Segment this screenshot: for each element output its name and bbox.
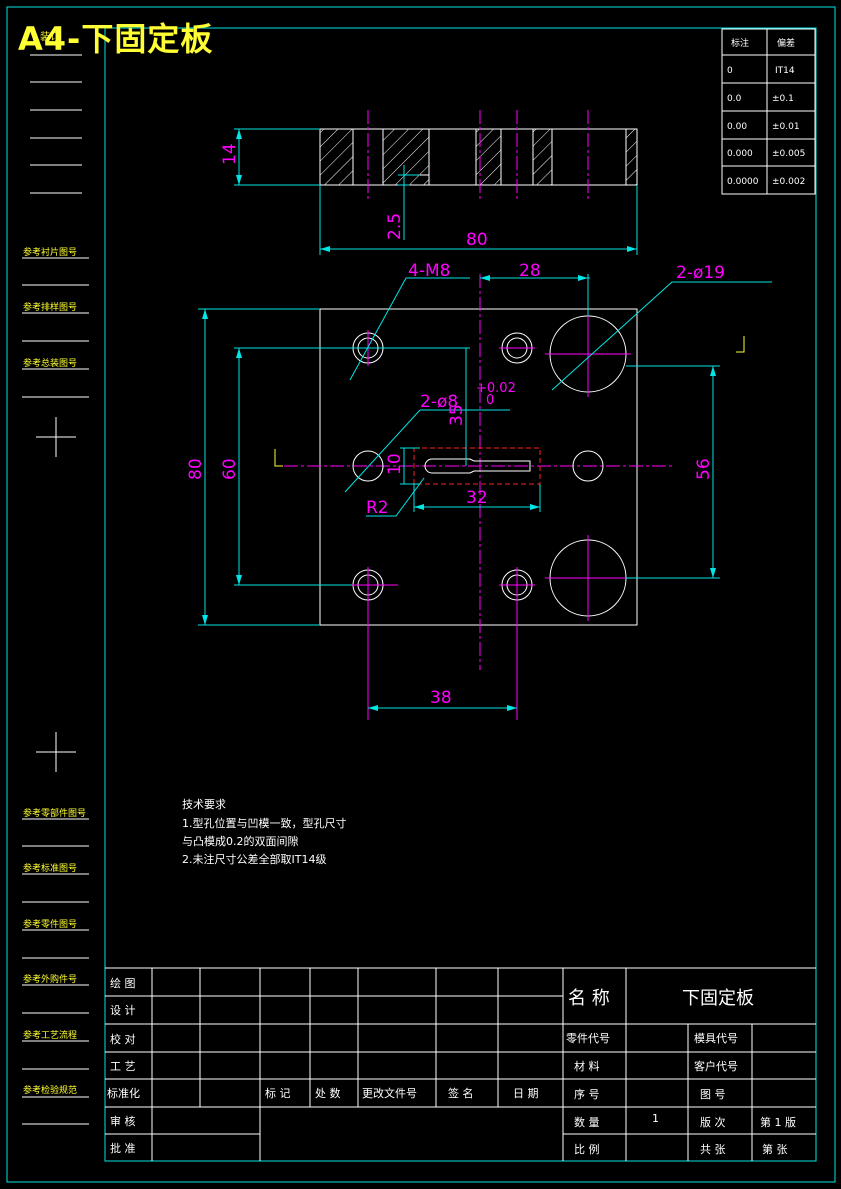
dim-thickness: 14 xyxy=(220,143,240,165)
title-block-text: 绘 图 设 计 校 对 工 艺 标准化 审 核 批 准 标 记 处 数 更改文件… xyxy=(107,976,796,1156)
tol-r0-dev: IT14 xyxy=(775,66,795,76)
tb-row-review: 审 核 xyxy=(110,1114,136,1128)
side-ref-labels: 参考衬片图号 参考排样图号 参考总装图号 参考零部件图号 参考标准图号 参考零件… xyxy=(23,246,86,1096)
tb-rev-mark: 标 记 xyxy=(265,1086,291,1100)
tb-version-label: 版 次 xyxy=(700,1115,726,1129)
outer-border xyxy=(6,6,836,1183)
tb-sheet-no: 第 张 xyxy=(762,1142,788,1156)
dim-32: 32 xyxy=(466,488,488,508)
side-ref-7: 参考外购件号 xyxy=(23,973,77,985)
notes-title: 技术要求 xyxy=(182,798,226,811)
tol-r4-dev: ±0.002 xyxy=(772,177,805,187)
side-ref-5: 参考标准图号 xyxy=(23,862,77,874)
tb-part-code: 零件代号 xyxy=(566,1032,610,1045)
side-ref-6: 参考零件图号 xyxy=(23,918,77,930)
dim-pin-upper: +0.02 xyxy=(476,381,516,396)
notes-line-2: 与凸模成0.2的双面间隙 xyxy=(182,834,299,848)
dim-35: 35 xyxy=(447,404,467,426)
dim-28: 28 xyxy=(519,261,541,281)
tb-row-draw: 绘 图 xyxy=(110,976,136,990)
tolerance-table: 标注 偏差 0 IT14 0.0 ±0.1 0.00 ±0.01 0.000 ±… xyxy=(721,28,816,195)
plan-view xyxy=(198,274,772,720)
dim-38: 38 xyxy=(430,688,452,708)
dim-width-side: 80 xyxy=(466,230,488,250)
tb-total-sheets: 共 张 xyxy=(700,1143,726,1156)
tb-rev-date: 日 期 xyxy=(513,1087,539,1100)
tol-r1-dev: ±0.1 xyxy=(772,94,794,104)
binding-margin xyxy=(22,54,89,1125)
tb-row-design: 设 计 xyxy=(110,1004,136,1017)
tb-seq: 序 号 xyxy=(574,1087,600,1101)
side-ref-2: 参考排样图号 xyxy=(23,301,77,313)
tol-r4-mark: 0.0000 xyxy=(727,177,759,187)
tol-header-dev: 偏差 xyxy=(777,37,795,49)
tb-material: 材 料 xyxy=(574,1059,600,1073)
side-ref-4: 参考零部件图号 xyxy=(23,807,86,819)
side-ref-8: 参考工艺流程 xyxy=(23,1029,77,1041)
tol-r3-mark: 0.000 xyxy=(727,149,753,159)
tol-header-mark: 标注 xyxy=(731,37,749,49)
tb-row-std: 标准化 xyxy=(107,1086,140,1100)
tol-r2-mark: 0.00 xyxy=(727,122,747,132)
tb-rev-doc: 更改文件号 xyxy=(362,1086,417,1100)
dim-19: 2-ø19 xyxy=(676,263,725,283)
dim-height80: 80 xyxy=(186,458,206,480)
section-view xyxy=(234,110,638,255)
tb-part-name: 下固定板 xyxy=(682,988,754,1009)
side-ref-3: 参考总装图号 xyxy=(23,357,77,369)
tb-rev-sign: 签 名 xyxy=(448,1086,474,1100)
dim-56: 56 xyxy=(694,458,714,480)
side-ref-1: 参考衬片图号 xyxy=(23,246,77,258)
dim-pin: 2-ø8 xyxy=(420,392,458,412)
tb-qty-label: 数 量 xyxy=(574,1116,600,1129)
title-block xyxy=(105,967,816,1161)
tol-r1-mark: 0.0 xyxy=(727,94,742,104)
tol-r2-dev: ±0.01 xyxy=(772,122,800,132)
tb-name-label: 名 称 xyxy=(568,988,610,1009)
tb-row-check: 校 对 xyxy=(110,1032,136,1046)
tb-mold-code: 模具代号 xyxy=(694,1032,738,1045)
dim-pin-lower: 0 xyxy=(486,393,494,408)
dim-step: 2.5 xyxy=(385,213,405,240)
dim-height60: 60 xyxy=(220,458,240,480)
tb-drawing-no: 图 号 xyxy=(700,1088,726,1101)
plan-dimension-labels: 4-M8 28 2-ø19 80 60 2-ø8 +0.02 0 35 10 5… xyxy=(186,261,725,708)
dim-m8: 4-M8 xyxy=(408,261,450,281)
tol-r3-dev: ±0.005 xyxy=(772,149,805,159)
side-ref-9: 参考检验规范 xyxy=(23,1084,77,1096)
tb-row-process: 工 艺 xyxy=(110,1060,136,1073)
tb-row-approve: 批 准 xyxy=(110,1141,136,1155)
notes-line-3: 2.未注尺寸公差全部取IT14级 xyxy=(182,852,326,866)
tol-r0-mark: 0 xyxy=(727,66,733,76)
tb-scale: 比 例 xyxy=(574,1142,600,1156)
dim-10: 10 xyxy=(385,453,405,475)
tb-client-code: 客户代号 xyxy=(694,1059,738,1073)
dim-r2: R2 xyxy=(366,498,389,518)
notes-line-1: 1.型孔位置与凹模一致，型孔尺寸 xyxy=(182,816,347,830)
inner-border xyxy=(104,27,817,1162)
sheet-title: A4-下固定板 xyxy=(18,20,214,58)
technical-notes: 技术要求 1.型孔位置与凹模一致，型孔尺寸 与凸模成0.2的双面间隙 2.未注尺… xyxy=(182,798,347,866)
tb-rev-count: 处 数 xyxy=(315,1087,341,1100)
binding-label: 装订 xyxy=(40,30,60,43)
tb-qty-value: 1 xyxy=(652,1112,659,1125)
tb-version-value: 第 1 版 xyxy=(760,1115,796,1129)
